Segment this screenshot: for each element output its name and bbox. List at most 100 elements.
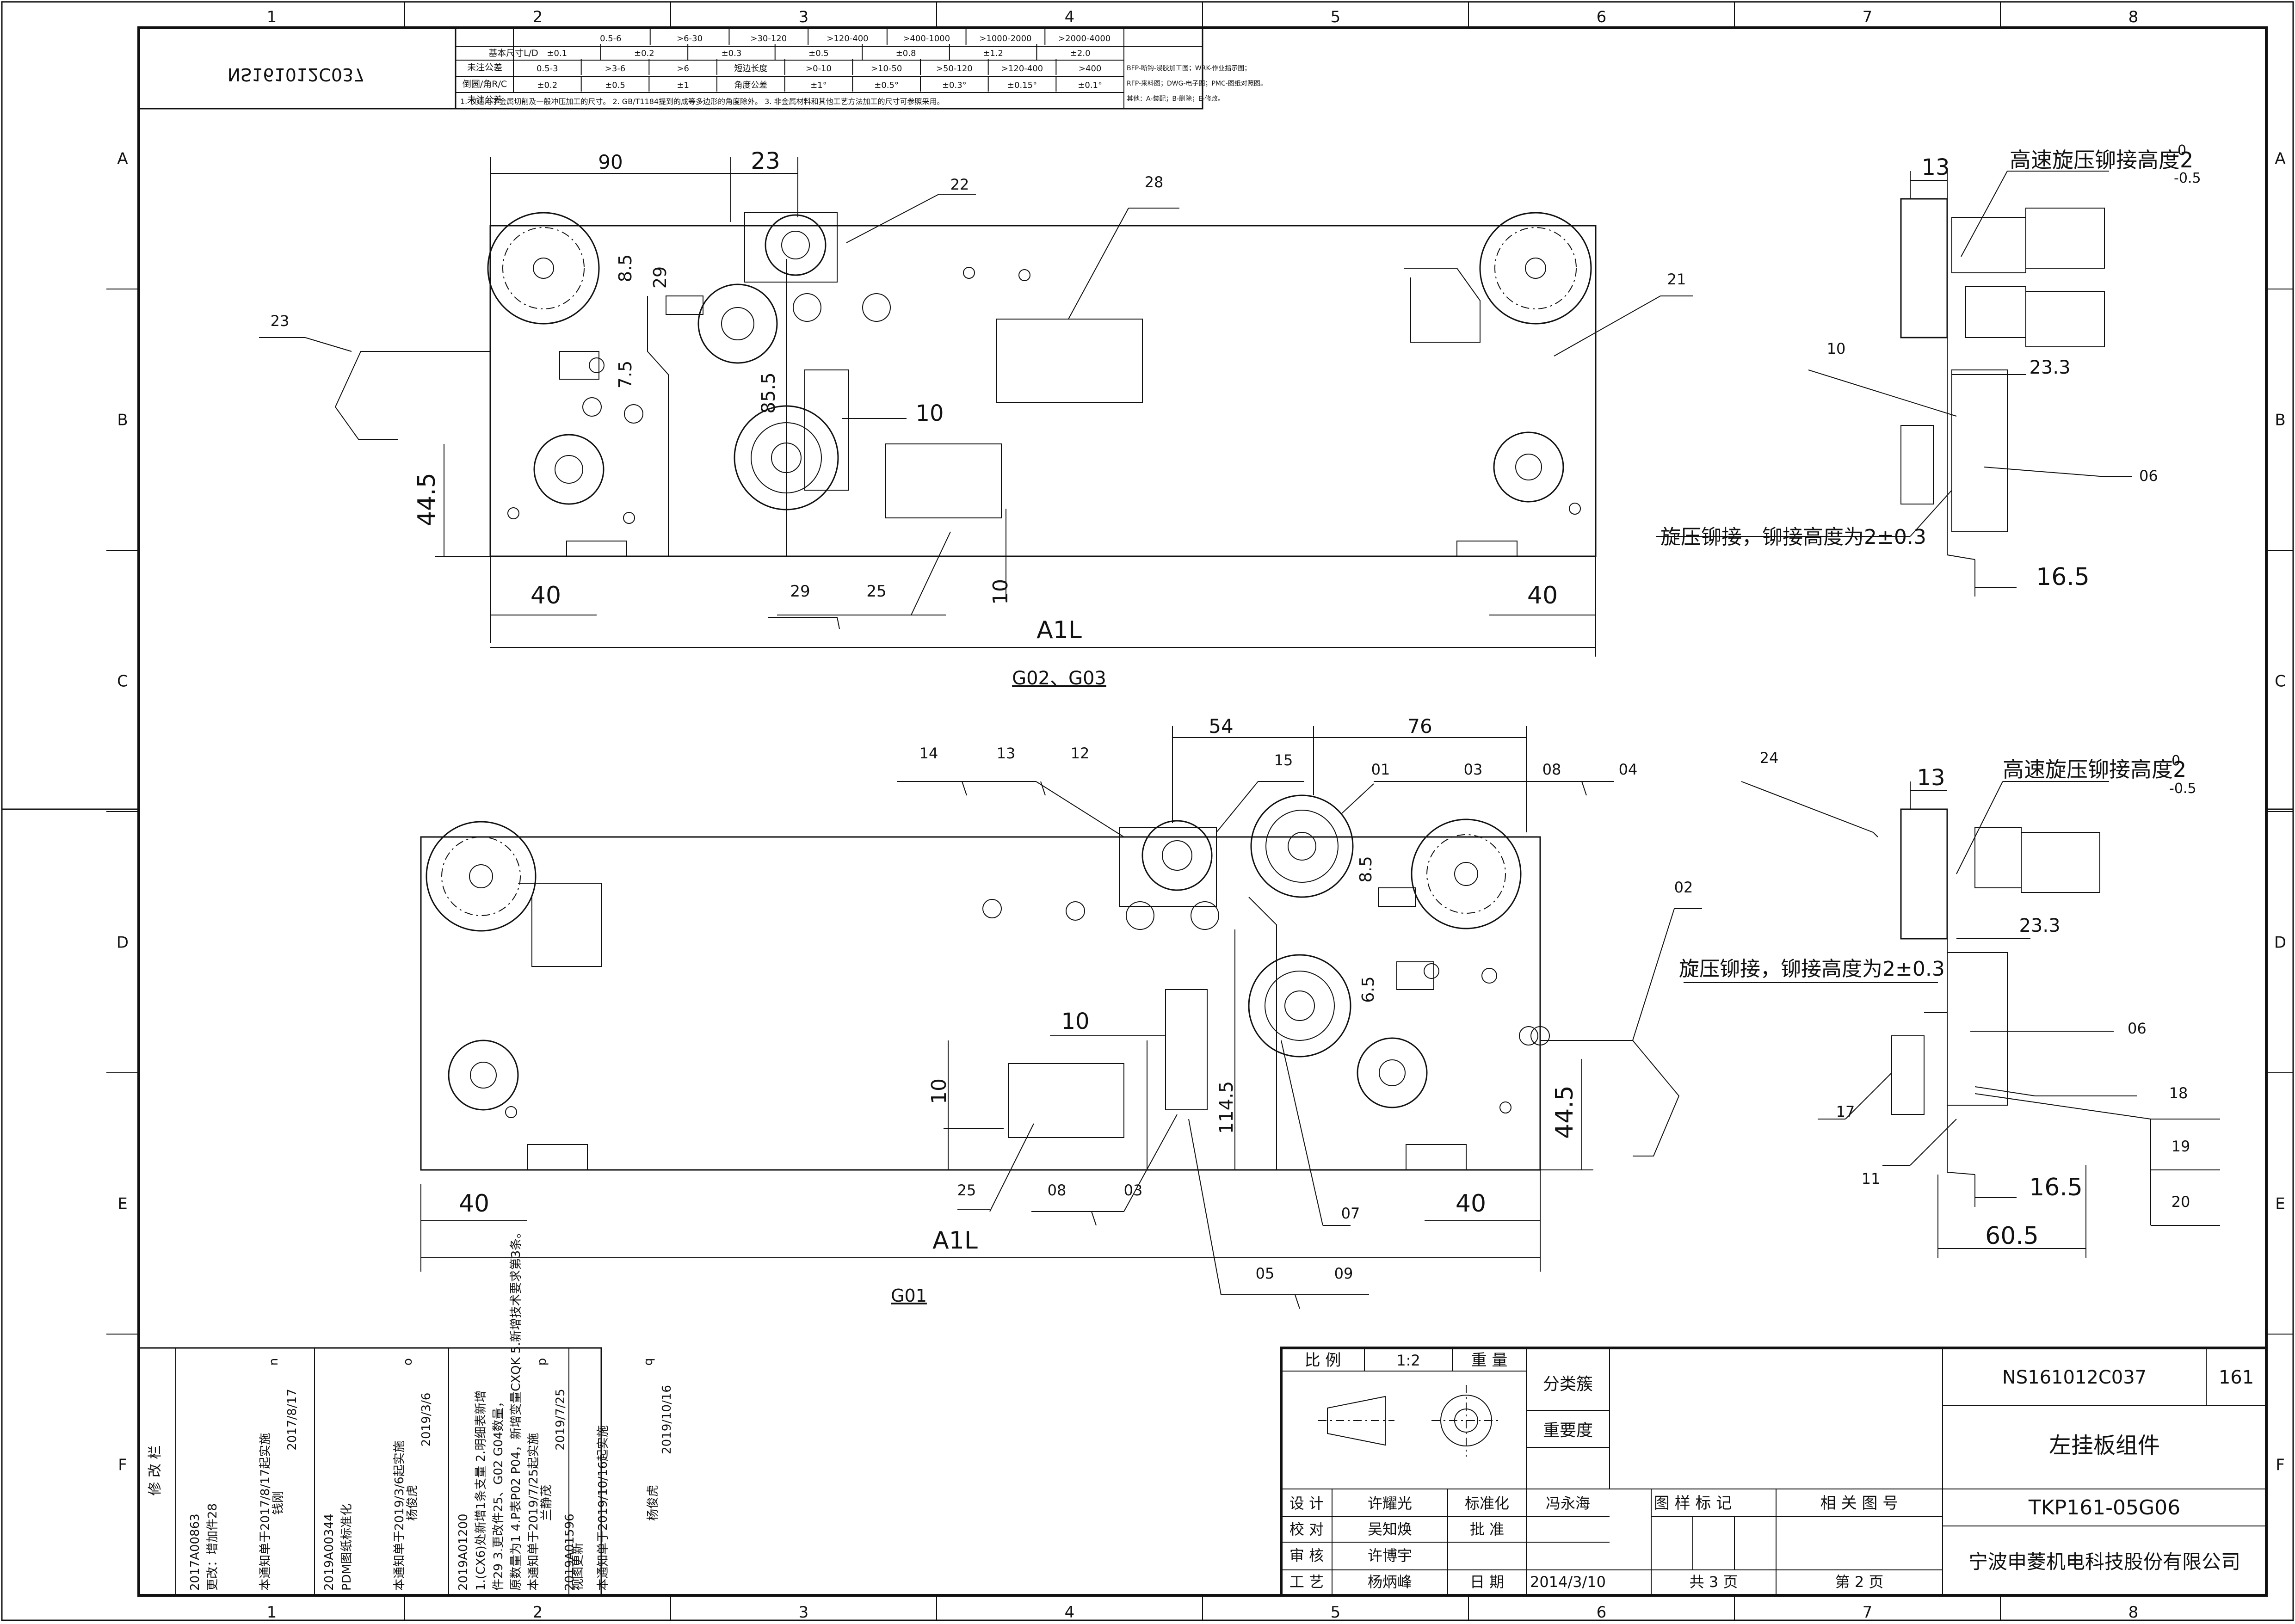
- check-label: 校 对: [1289, 1520, 1324, 1538]
- tol-cell: 0.5-3: [537, 64, 558, 74]
- revision-line: 原数量为1 4.P表P02 P04，新增变量CXQK 5.新增技术要求第3条。: [509, 1226, 523, 1591]
- note-high-speed-rivet-bottom: 高速旋压铆接高度2: [2003, 757, 2186, 782]
- scale-value: 1:2: [1396, 1352, 1420, 1369]
- tol-cell: >400-1000: [903, 34, 950, 43]
- tol-cell: >3-6: [605, 64, 625, 74]
- grid-row-label: E: [117, 1195, 127, 1213]
- tol-cell: ±0.15°: [1007, 80, 1037, 90]
- revision-letter: p: [535, 1358, 549, 1366]
- view-top-front: 90 23 29 8.5 7.5 85.5 10 44.5 40 40 29 2…: [259, 148, 1693, 689]
- tol-cell: >2000-4000: [1058, 34, 1110, 43]
- view-top-side: 13 23.3 16.5 高速旋压铆接高度2 0 -0.5 旋压铆接，铆接高度为…: [1656, 142, 2201, 597]
- tolerance-table: 0.5-6>6-30>30-120>120-400>400-1000>1000-…: [455, 27, 1267, 110]
- standard-label: 标准化: [1465, 1495, 1509, 1512]
- grid-row-label: E: [2275, 1195, 2285, 1213]
- dim-8-5-top: 8.5: [615, 254, 635, 282]
- note-high-speed-rivet-top: 高速旋压铆接高度2: [2010, 148, 2193, 172]
- grid-column-label: 4: [1065, 1603, 1075, 1622]
- balloon-03-top: 03: [1464, 761, 1483, 778]
- balloon-08-top: 08: [1542, 761, 1561, 778]
- revision-line: 更改：增加件28: [206, 1503, 220, 1591]
- revision-line: 1.(CX6)处新增1条支量 2.明细表新增: [474, 1390, 488, 1591]
- tol-row2-head: 未注公差: [467, 62, 502, 73]
- grid-row-label: F: [118, 1456, 127, 1475]
- grid-row-label: F: [2276, 1456, 2285, 1475]
- tol-cell: ±0.3°: [942, 80, 967, 90]
- balloon-09: 09: [1334, 1265, 1353, 1282]
- dim-60-5: 60.5: [1985, 1222, 2039, 1250]
- dim-a1l-top: A1L: [1036, 616, 1082, 644]
- dim-40-top-left: 40: [531, 582, 561, 609]
- tol-cell: ±0.5: [808, 49, 829, 58]
- tol-cell: >50-120: [936, 64, 973, 74]
- revision-by: 杨俊虎: [406, 1485, 420, 1521]
- tol-cell: >0-10: [806, 64, 832, 74]
- weight-label: 重 量: [1471, 1351, 1508, 1370]
- grid-row-label: C: [2275, 672, 2286, 691]
- dim-23-3-top-side: 23.3: [2029, 357, 2070, 378]
- dim-23-3-bottom-side: 23.3: [2019, 915, 2060, 936]
- tol-cell: ±0.8: [896, 49, 916, 58]
- revision-date: 2017/8/17: [285, 1389, 299, 1450]
- revision-line: 视图更新: [571, 1543, 585, 1591]
- dim-7-5-top: 7.5: [615, 361, 635, 388]
- dim-10-top: 10: [915, 400, 944, 426]
- importance-label: 重要度: [1543, 1421, 1593, 1440]
- balloon-10: 10: [1827, 340, 1846, 357]
- tol-lower-bottom: -0.5: [2169, 781, 2196, 797]
- balloon-23: 23: [271, 312, 290, 330]
- grid-column-label: 5: [1331, 1603, 1341, 1622]
- balloon-15: 15: [1274, 751, 1293, 769]
- grid-column-label: 6: [1597, 8, 1607, 26]
- revision-by: 兰静茂: [540, 1485, 554, 1521]
- balloon-19: 19: [2172, 1138, 2190, 1155]
- dim-76: 76: [1407, 715, 1432, 738]
- grid-column-label: 5: [1331, 8, 1341, 26]
- tol-row3-head: 倒圆/角R/C: [463, 79, 507, 89]
- drawing-number-mirrored: NS161012C037: [228, 64, 365, 85]
- grid-column-label: 3: [799, 1603, 809, 1622]
- revision-date: 2019/3/6: [420, 1393, 433, 1447]
- tol-cell: ±0.2: [537, 80, 557, 90]
- view-bottom-front: 54 76 8.5 6.5 10 10 114.5 44.5 40 40 A1L…: [420, 715, 1702, 1309]
- craft-label: 工 艺: [1289, 1573, 1324, 1591]
- date-value: 2014/3/10: [1530, 1573, 1606, 1591]
- tol-cell: ±0.5: [605, 80, 625, 90]
- grid-column-label: 7: [1863, 8, 1873, 26]
- part-code: TKP161-05G06: [2028, 1496, 2180, 1519]
- related-drawing-label: 相 关 图 号: [1820, 1494, 1898, 1513]
- revision-line: 2019A01200: [457, 1513, 470, 1591]
- dim-13-bottom-side: 13: [1917, 765, 1945, 791]
- grid-column-label: 3: [799, 8, 809, 26]
- dim-44-5-bottom: 44.5: [1551, 1085, 1579, 1139]
- tol-cell: >120-400: [827, 34, 868, 43]
- tol-row1-head: 基本尺寸L/D: [488, 48, 538, 58]
- dim-40-top-right: 40: [1527, 582, 1558, 609]
- checker: 吴知焕: [1368, 1520, 1412, 1538]
- tol-cell: ±1: [677, 80, 689, 90]
- tol-side-note3: 其他：A-装配；B-删除；E-修改。: [1127, 95, 1224, 103]
- view-label-g02-g03: G02、G03: [1012, 668, 1106, 689]
- plate-outline-bottom: [420, 836, 1541, 1171]
- dim-44-5-top: 44.5: [413, 473, 441, 526]
- balloon-28: 28: [1145, 173, 1164, 191]
- revision-letter: o: [401, 1358, 415, 1366]
- grid-row-label: B: [117, 411, 128, 430]
- dim-6-5-bottom: 6.5: [1359, 976, 1378, 1003]
- note-rivet-height-bottom: 旋压铆接，铆接高度为2±0.3: [1679, 957, 1945, 981]
- balloon-18: 18: [2169, 1084, 2188, 1102]
- dim-40-bottom-right: 40: [1456, 1190, 1486, 1218]
- revision-header: 修 改 栏: [147, 1445, 163, 1495]
- balloon-05: 05: [1256, 1265, 1275, 1282]
- dim-10-top-vert: 10: [989, 579, 1012, 605]
- dim-16-5-top-side: 16.5: [2036, 563, 2090, 591]
- dim-10-bottom: 10: [1061, 1009, 1089, 1034]
- revision-line: 本通知单于2019/3/6起实施: [393, 1440, 407, 1591]
- dim-23: 23: [751, 148, 780, 174]
- revision-line: 本通知单于2017/8/17起实施: [259, 1433, 272, 1591]
